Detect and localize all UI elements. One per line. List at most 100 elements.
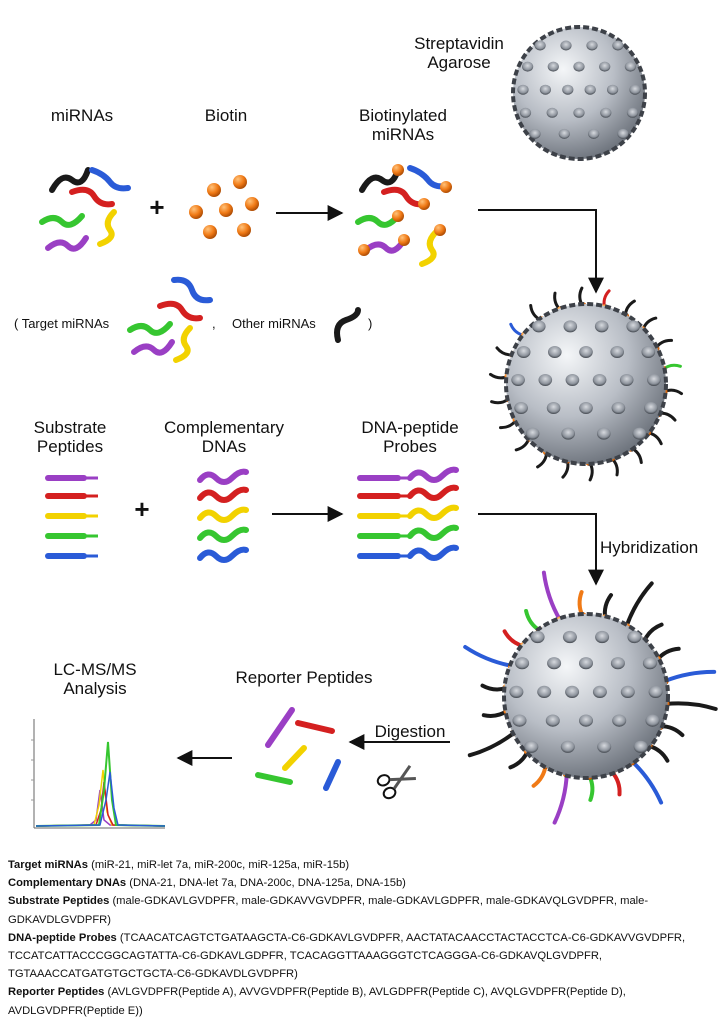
arrow-to-bead	[478, 209, 604, 294]
bead-pore	[562, 630, 577, 644]
bead-pore	[525, 427, 540, 440]
bead-pore	[642, 657, 657, 670]
lc-ms-ms-analysis-label: LC-MS/MS Analysis	[53, 660, 137, 698]
bead-pore	[641, 346, 656, 358]
mirna-strands	[39, 167, 131, 252]
bead-pore	[515, 657, 530, 670]
bead-pore	[516, 346, 531, 358]
bead-with-captured-mirnas	[489, 286, 683, 482]
bead-pore	[517, 84, 529, 95]
substrate-peptides-label: Substrate Peptides	[33, 418, 107, 456]
arrow-hybridization	[478, 513, 604, 586]
bead-pore	[627, 630, 642, 644]
bead-pore	[624, 61, 637, 72]
bead-pore	[629, 84, 641, 95]
legend-row: Reporter Peptides (AVLGVDPFR(Peptide A),…	[8, 986, 626, 1017]
bead-pore	[546, 107, 558, 118]
lc-ms-chromatogram	[31, 719, 166, 829]
scissors-icon	[376, 764, 416, 800]
bead-pore	[524, 740, 539, 753]
bead-pore	[607, 84, 619, 95]
bead-pore	[600, 107, 612, 118]
bead-pore	[573, 107, 585, 118]
bead-pore	[579, 714, 593, 727]
surface-strand	[552, 771, 569, 825]
plus-sign-2: +	[134, 494, 150, 524]
bead-pore	[562, 84, 574, 95]
legend-row: Substrate Peptides (male-GDKAVLGVDPFR, m…	[8, 895, 649, 926]
bead-pore	[530, 630, 545, 644]
bead-pore	[565, 685, 580, 699]
bead-pore	[647, 374, 661, 386]
substrate-peptides	[45, 475, 98, 559]
bead-pore	[594, 320, 609, 333]
target-mirna-examples	[127, 276, 361, 363]
bead-pore	[560, 740, 575, 753]
bead-pore	[611, 402, 626, 414]
dna-peptide-probes-label: DNA-peptide Probes	[361, 418, 459, 456]
bead-pore	[573, 61, 585, 72]
streptavidin-agarose-bead	[511, 25, 647, 161]
bead-pore	[626, 320, 640, 333]
biotinylated-mirnas-label: Biotinylated miRNAs	[359, 106, 447, 144]
bead-pore	[648, 685, 663, 699]
bead-pore	[537, 685, 552, 699]
bead-pore	[588, 128, 600, 139]
reporter-peptides-label: Reporter Peptides	[235, 668, 373, 687]
mirnas-label: miRNAs	[50, 106, 114, 125]
bead-with-hybridized-probes	[463, 570, 718, 825]
bead-pore	[534, 40, 546, 51]
bead-pore	[509, 685, 524, 699]
sequence-legend: Target miRNAs (miR-21, miR-let 7a, miR-2…	[8, 856, 720, 1020]
biotin-label: Biotin	[204, 106, 248, 125]
workflow-diagram	[31, 25, 718, 829]
bead-pore	[632, 427, 647, 440]
caption-close-paren: )	[368, 316, 373, 331]
biotinylated-mirna-strands	[355, 164, 452, 267]
bead-pore	[619, 374, 634, 386]
reporter-peptide-fragments	[255, 707, 341, 791]
bead-pore	[548, 346, 562, 358]
bead-pore	[595, 630, 610, 644]
surface-strand	[463, 645, 514, 668]
bead-pore	[610, 346, 624, 358]
bead-pore	[586, 40, 598, 51]
bead-pore	[539, 84, 552, 95]
bead-pore	[512, 714, 527, 727]
bead-pore	[633, 740, 648, 753]
target-mirnas-caption: ( Target miRNAs	[14, 316, 110, 331]
bead-pore	[617, 128, 629, 139]
bead-pore	[620, 685, 635, 699]
bead-pore	[529, 128, 541, 139]
legend-row: DNA-peptide Probes (TCAACATCAGTCTGATAAGC…	[8, 931, 686, 981]
bead-pore	[565, 374, 580, 386]
bead-pore	[592, 685, 607, 699]
bead-pore	[546, 402, 561, 414]
bead-pore	[514, 402, 528, 414]
other-mirnas-caption: Other miRNAs	[232, 316, 316, 331]
bead-pore	[644, 402, 658, 414]
bead-pore	[592, 374, 607, 386]
surface-strand	[630, 759, 664, 805]
bead-pore	[538, 374, 553, 386]
bead-pore	[547, 61, 559, 72]
bead-pore	[645, 714, 660, 727]
hybridization-label: Hybridization	[600, 538, 699, 557]
bead-pore	[579, 657, 593, 670]
surface-strand	[467, 730, 517, 758]
surface-strand	[541, 570, 563, 623]
bead-pore	[599, 61, 611, 72]
complementary-dnas-label: Complementary DNAs	[164, 418, 284, 456]
bead-pore	[563, 320, 578, 333]
legend-row: Complementary DNAs (DNA-21, DNA-let 7a, …	[8, 877, 406, 890]
bead-pore	[558, 128, 570, 139]
bead-pore	[511, 374, 525, 386]
streptavidin-agarose-label: Streptavidin Agarose	[414, 34, 504, 72]
bead-pore	[561, 427, 575, 440]
caption-comma: ,	[212, 316, 216, 331]
bead-pore	[612, 40, 624, 51]
biotin-molecules	[189, 175, 259, 239]
bead-pore	[547, 657, 562, 670]
bead-pore	[597, 427, 611, 440]
dna-peptide-probes	[357, 466, 459, 561]
